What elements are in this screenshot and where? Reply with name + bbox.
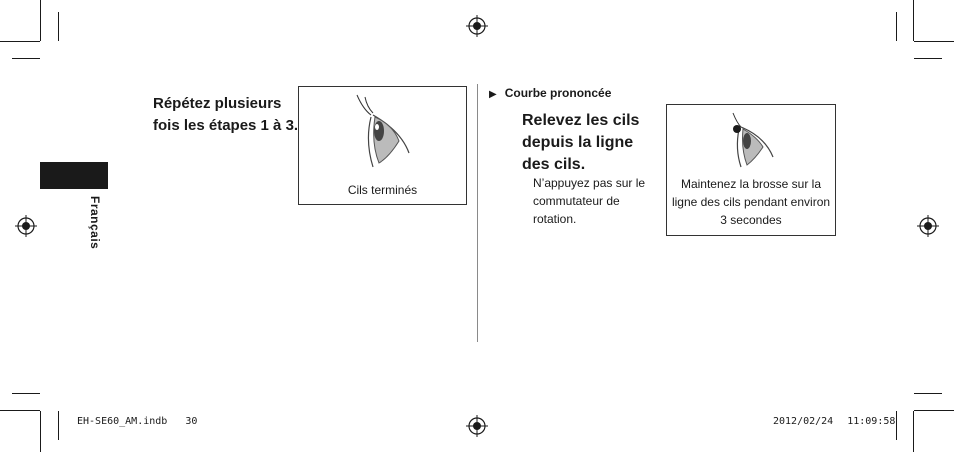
crop-mark — [12, 393, 40, 394]
crop-mark — [58, 12, 59, 41]
subheading-text: Courbe prononcée — [504, 86, 612, 100]
crop-mark — [0, 410, 40, 411]
step-instruction: Répétez plusieurs fois les étapes 1 à 3. — [153, 95, 299, 134]
crop-mark — [914, 58, 942, 59]
crop-mark — [896, 411, 897, 440]
figure-caption: Maintenez la brosse sur la ligne des cil… — [671, 177, 831, 227]
registration-mark-icon — [466, 415, 488, 437]
footer-filename: EH-SE60_AM.indb — [77, 416, 168, 427]
crop-mark — [913, 411, 914, 452]
figure-caption: Cils terminés — [347, 183, 418, 197]
crop-mark — [12, 58, 40, 59]
footer-date: 2012/02/24 — [773, 416, 834, 427]
eye-illustration-icon — [356, 94, 410, 168]
eye-with-brush-illustration-icon — [732, 112, 774, 168]
registration-mark-icon — [466, 15, 488, 37]
footer-page: 30 — [185, 416, 198, 427]
crop-mark — [40, 411, 41, 452]
figure-eyelashes-finished: Cils terminés — [298, 86, 467, 205]
step-note: N’appuyez pas sur le commutateur de rota… — [533, 176, 646, 226]
crop-mark — [40, 0, 41, 41]
figure-brush-on-lash-line: Maintenez la brosse sur la ligne des cil… — [666, 104, 836, 236]
crop-mark — [0, 41, 40, 42]
play-triangle-icon: ▶ — [489, 89, 497, 100]
column-divider — [477, 84, 478, 342]
crop-mark — [914, 41, 954, 42]
registration-mark-icon — [15, 215, 37, 237]
crop-mark — [896, 12, 897, 41]
crop-mark — [914, 410, 954, 411]
footer-time: 11:09:58 — [847, 416, 896, 427]
footer-file: EH-SE60_AM.indb 30 — [77, 416, 197, 427]
registration-mark-icon — [917, 215, 939, 237]
step-instruction: Relevez les cils depuis la ligne des cil… — [522, 112, 640, 173]
crop-mark — [914, 393, 942, 394]
language-tab-marker — [40, 162, 108, 189]
footer-timestamp: 2012/02/24 11:09:58 — [773, 416, 895, 427]
crop-mark — [58, 411, 59, 440]
subheading: ▶ Courbe prononcée — [489, 86, 611, 100]
crop-mark — [913, 0, 914, 41]
language-label: Français — [88, 196, 102, 250]
